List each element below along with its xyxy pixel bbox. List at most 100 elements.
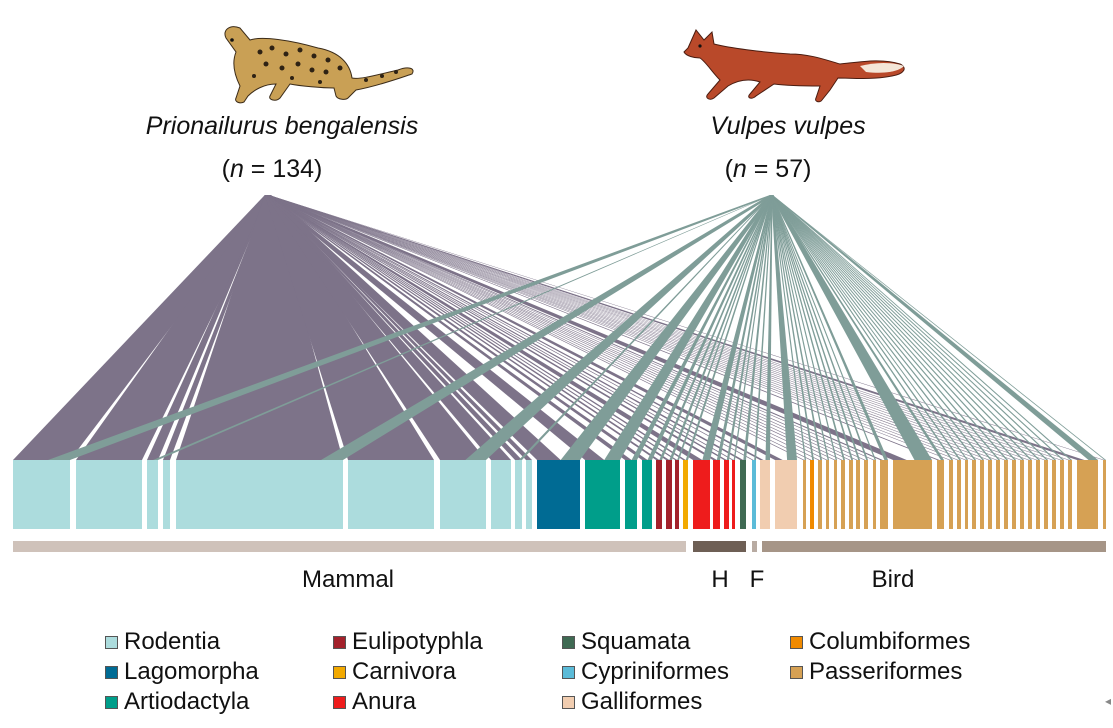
cat-predation-link <box>267 195 1038 460</box>
prey-bar-passeriformes <box>1068 460 1072 529</box>
fox-predation-link <box>771 195 984 460</box>
cat-predation-link <box>267 195 686 460</box>
fox-predation-link <box>702 195 773 460</box>
fox-predation-link <box>771 195 1106 460</box>
fox-predation-link <box>716 195 773 460</box>
prey-bar-passeriformes <box>893 460 932 529</box>
group-label-herp: H <box>711 566 729 593</box>
fox-predation-link <box>771 195 976 460</box>
group-bar-bird <box>762 541 1106 552</box>
prey-bar-columbiformes <box>810 460 814 529</box>
cat-predation-link <box>266 195 605 460</box>
prey-bar-rodentia <box>163 460 170 529</box>
fox-predation-link <box>770 195 932 460</box>
fox-predation-link <box>771 195 806 460</box>
cat-predation-link <box>267 195 1062 460</box>
prey-bar-passeriformes <box>1044 460 1048 529</box>
prey-bar-anura <box>732 460 735 529</box>
prey-bar-passeriformes <box>1052 460 1056 529</box>
fox-predation-link <box>743 195 773 460</box>
prey-bar-rodentia <box>526 460 532 529</box>
prey-bar-passeriformes <box>937 460 944 529</box>
prey-bar-passeriformes <box>965 460 968 529</box>
prey-bar-cypriniformes <box>752 460 756 529</box>
prey-bar-passeriformes <box>949 460 953 529</box>
cat-predation-link <box>76 195 272 460</box>
fox-predation-link <box>771 195 1064 460</box>
prey-bar-passeriformes <box>1012 460 1016 529</box>
prey-bar-rodentia <box>440 460 486 529</box>
group-label-bird: Bird <box>871 566 915 593</box>
prey-bar-passeriformes <box>803 460 806 529</box>
group-bar-mammal <box>13 541 686 552</box>
prey-bar-passeriformes <box>988 460 992 529</box>
fox-predation-link <box>669 195 773 460</box>
fox-predation-link <box>733 195 773 460</box>
fox-predation-link <box>153 195 773 460</box>
fox-predation-link <box>685 195 773 460</box>
prey-bar-passeriformes <box>849 460 853 529</box>
prey-bar-passeriformes <box>1036 460 1040 529</box>
prey-bar-rodentia <box>176 460 343 529</box>
predator-name-cat: Prionailurus bengalensis <box>145 112 419 140</box>
cat-predation-link <box>267 195 727 460</box>
prey-bar-artiodactyla <box>585 460 620 529</box>
fox-predation-link <box>771 195 853 460</box>
prey-bar-passeriformes <box>980 460 984 529</box>
cat-predation-link <box>267 195 764 460</box>
fox-predation-link <box>771 195 1040 460</box>
prey-bar-anura <box>713 460 720 529</box>
fox-predation-link <box>771 195 837 460</box>
prey-bar-anura <box>693 460 710 529</box>
fox-predation-link <box>647 195 773 460</box>
prey-bar-passeriformes <box>880 460 888 529</box>
cat-predation-link <box>176 195 343 460</box>
cat-predation-link <box>267 195 883 460</box>
prey-bar-rodentia <box>76 460 142 529</box>
prey-bar-lagomorpha <box>537 460 580 529</box>
group-bar-herp <box>693 541 746 552</box>
taxon-group-bars <box>13 541 1106 552</box>
cat-predation-link <box>267 195 1006 460</box>
fox-predation-link <box>771 195 868 460</box>
fox-predation-link <box>771 195 888 460</box>
group-label-fish: F <box>749 566 765 593</box>
fox-predation-link <box>560 195 774 460</box>
paren-open: ( <box>221 155 230 183</box>
group-bar-fish <box>752 541 757 552</box>
prey-bar-eulipotyphla <box>656 460 662 529</box>
prey-bar-carnivora <box>683 460 688 529</box>
fox-predation-link <box>771 195 1008 460</box>
cat-predation-link <box>267 195 940 460</box>
predator-sample-size-fox: (n = 57) <box>725 155 812 184</box>
cat-predation-link <box>163 195 269 460</box>
prey-bar-passeriformes <box>834 460 837 529</box>
prey-bar-rodentia <box>348 460 434 529</box>
cat-predation-link <box>265 195 907 460</box>
fox-predation-link <box>771 195 1098 460</box>
fox-predation-link <box>771 195 1056 460</box>
corner-arrow-icon: ◂ <box>1104 694 1111 708</box>
cat-predation-link <box>265 195 486 460</box>
prey-bar-passeriformes <box>818 460 822 529</box>
prey-bar-passeriformes <box>1103 460 1106 529</box>
prey-bar-passeriformes <box>864 460 868 529</box>
fox-predation-link <box>771 195 845 460</box>
cat-predation-link <box>267 195 998 460</box>
fox-predation-link <box>771 195 1048 460</box>
fox-predation-link <box>771 195 961 460</box>
prey-bar-rodentia <box>147 460 158 529</box>
fox-predation-link <box>771 195 829 460</box>
prey-bar-artiodactyla <box>625 460 637 529</box>
fox-predation-link <box>771 195 1016 460</box>
prey-bar-passeriformes <box>856 460 860 529</box>
prey-bar-passeriformes <box>873 460 876 529</box>
prey-bar-squamata <box>740 460 746 529</box>
fox-predation-link <box>771 195 968 460</box>
prey-bar-passeriformes <box>841 460 845 529</box>
prey-bar-artiodactyla <box>642 460 652 529</box>
cat-predation-link <box>267 195 522 460</box>
fox-predation-link <box>771 195 1072 460</box>
